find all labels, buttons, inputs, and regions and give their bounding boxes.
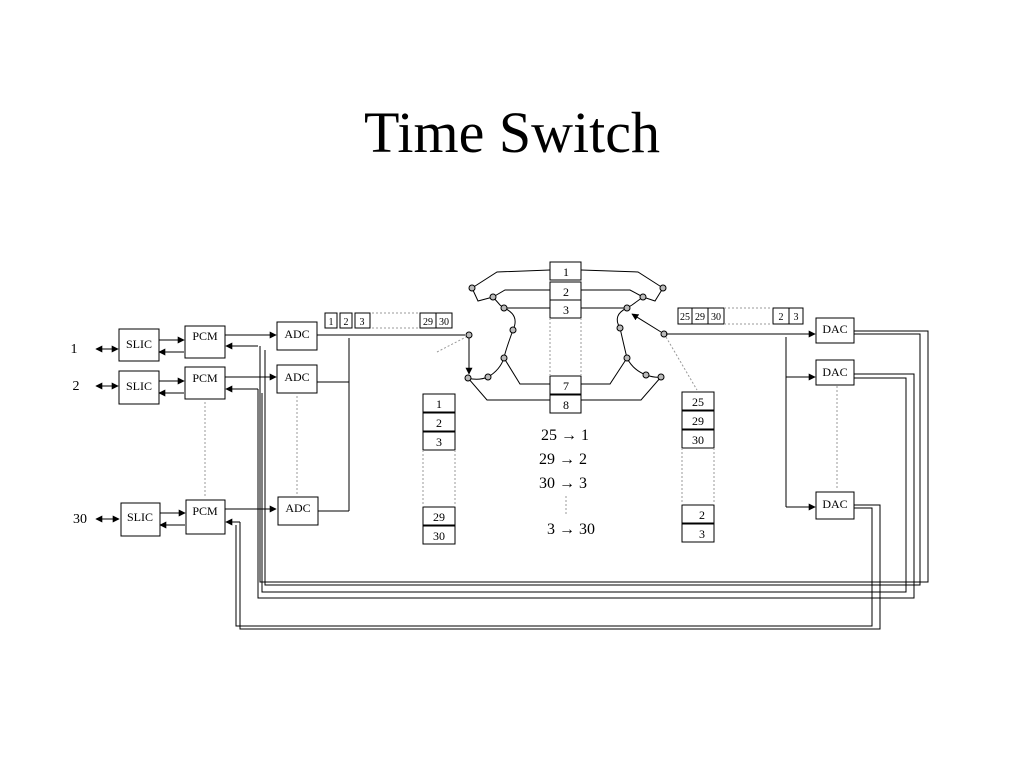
read-switch-network	[580, 269, 698, 401]
input-slot-3: 3	[360, 317, 365, 328]
memory-slot-3: 3	[563, 303, 569, 317]
page-title: Time Switch	[364, 100, 660, 165]
slic-label-1: SLIC	[126, 337, 152, 351]
feedback-loops	[235, 330, 929, 630]
output-slot-25: 25	[680, 312, 690, 323]
dac-label-1: DAC	[822, 322, 847, 336]
output-slot-2: 2	[779, 312, 784, 323]
channel-label-1: 1	[71, 342, 78, 357]
slic-label-2: SLIC	[126, 379, 152, 393]
pcm-label-2: PCM	[192, 371, 218, 385]
pcm-label-1: PCM	[192, 329, 218, 343]
input-slot-30: 30	[439, 317, 449, 328]
right-control-buffer: 25 29 30 2 3	[681, 391, 715, 543]
slic-box-30	[120, 502, 161, 537]
output-slot-30: 30	[711, 312, 721, 323]
speech-memory: 1 2 3 7 8	[549, 261, 582, 414]
input-slot-1: 1	[329, 317, 334, 328]
output-slot-29: 29	[695, 312, 705, 323]
pcm-box-30	[185, 499, 226, 535]
input-frame: 1 2 3 29 30	[324, 312, 453, 329]
right-buffer-2: 2	[699, 508, 705, 522]
left-control-buffer: 1 2 3 29 30	[422, 393, 456, 545]
right-buffer-25: 25	[692, 395, 704, 409]
slic-box-2	[118, 370, 160, 405]
pcm-box-1	[184, 325, 226, 359]
channel-label-2: 2	[73, 379, 80, 394]
dac-label-2: DAC	[822, 365, 847, 379]
input-slot-2: 2	[344, 317, 349, 328]
mapping-1: 25 → 1	[541, 427, 589, 444]
input-slot-29: 29	[423, 317, 433, 328]
dac-box-1	[815, 317, 855, 344]
slot-mappings: 25 → 1 29 → 2 30 → 3 3 → 30	[539, 427, 595, 538]
right-buffer-3: 3	[699, 527, 705, 541]
pcm-label-30: PCM	[192, 504, 218, 518]
memory-slot-1: 1	[563, 265, 569, 279]
adc-box-1	[276, 321, 318, 351]
mapping-4: 3 → 30	[547, 521, 595, 538]
dac-box-30	[815, 491, 855, 520]
write-switch-network	[436, 269, 551, 401]
channel-label-30: 30	[73, 512, 87, 527]
memory-slot-7: 7	[563, 379, 569, 393]
mapping-2: 29 → 2	[539, 451, 587, 468]
memory-slot-2: 2	[563, 285, 569, 299]
adc-label-2: ADC	[284, 370, 309, 384]
mapping-3: 30 → 3	[539, 475, 587, 492]
adc-label-1: ADC	[284, 327, 309, 341]
dac-label-30: DAC	[822, 497, 847, 511]
pcm-box-2	[184, 366, 226, 400]
left-buffer-29: 29	[433, 510, 445, 524]
slic-box-1	[118, 328, 160, 362]
left-buffer-2: 2	[436, 416, 442, 430]
output-frame: 25 29 30 2 3	[677, 307, 804, 325]
dac-box-2	[815, 359, 855, 386]
slic-label-30: SLIC	[127, 510, 153, 524]
adc-label-30: ADC	[285, 501, 310, 515]
right-buffer-30: 30	[692, 433, 704, 447]
left-buffer-30: 30	[433, 529, 445, 543]
right-buffer-29: 29	[692, 414, 704, 428]
adc-box-2	[276, 364, 318, 394]
left-buffer-3: 3	[436, 435, 442, 449]
memory-slot-8: 8	[563, 398, 569, 412]
output-slot-3: 3	[794, 312, 799, 323]
left-buffer-1: 1	[436, 397, 442, 411]
